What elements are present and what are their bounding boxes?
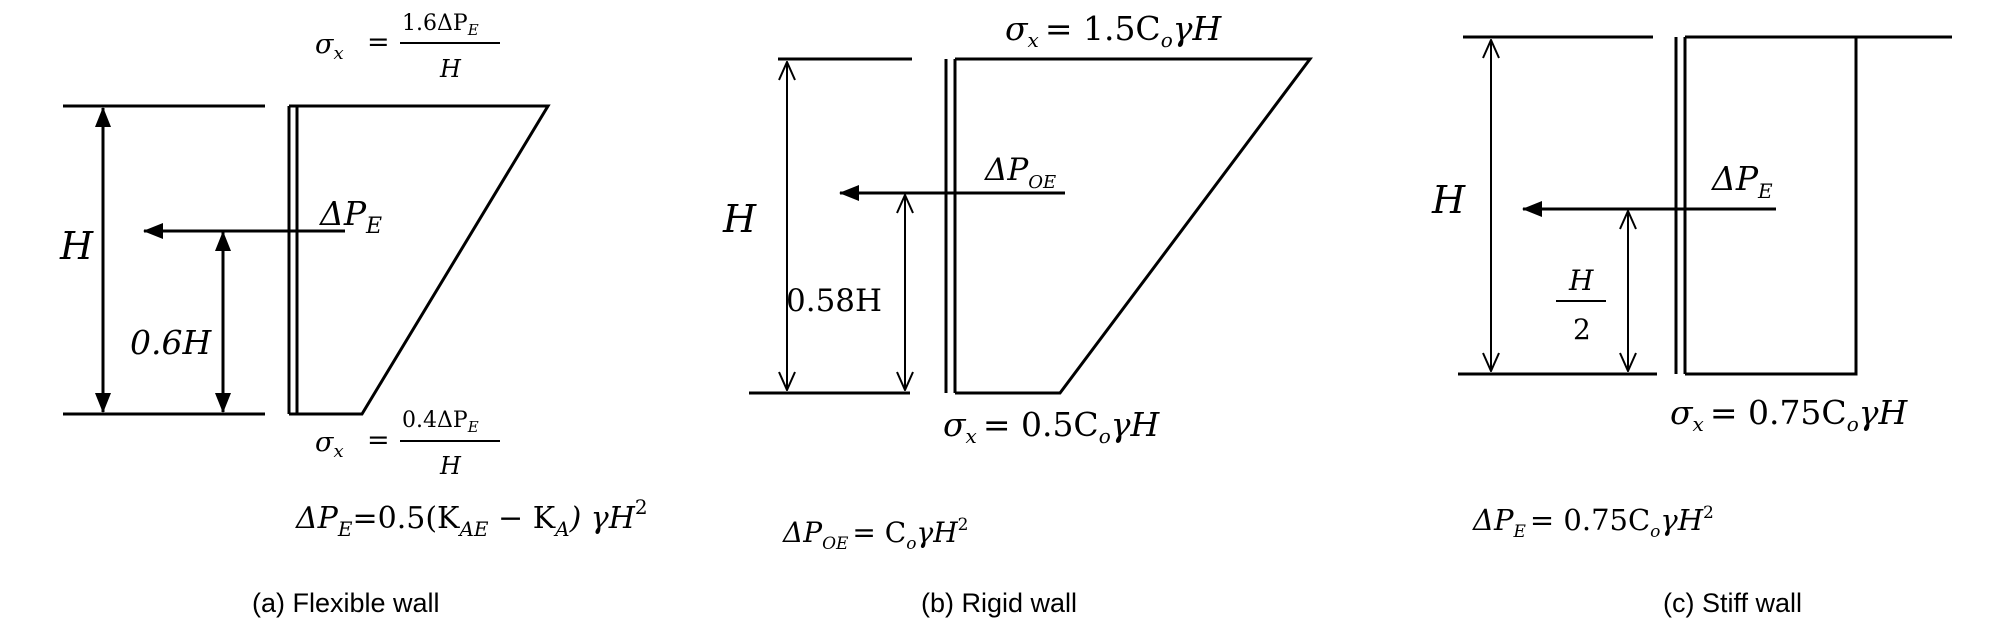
svg-text:1.6ΔPE: 1.6ΔPE (402, 11, 479, 39)
svg-text:H: H (439, 55, 462, 83)
bottom-stress-equation: σx = 0.4ΔPE H (315, 408, 500, 480)
top-stress-equation: σx= 1.5CoγH (1005, 9, 1222, 52)
height-label: H (722, 197, 757, 241)
svg-text:=: = (367, 425, 390, 456)
svg-text:H: H (1568, 264, 1594, 297)
pressure-distribution (955, 57, 1313, 395)
force-label: ΔPOE (984, 152, 1056, 193)
svg-text:=: = (367, 27, 390, 58)
height-label: H (1431, 178, 1466, 222)
svg-text:σx: σx (315, 427, 344, 462)
bottom-stress-equation: σx= 0.5CoγH (943, 405, 1160, 448)
svg-text:H: H (439, 452, 462, 480)
pressure-distribution (289, 104, 551, 416)
caption-stiff-wall: (c) Stiff wall (1663, 588, 1802, 618)
pressure-distribution (1685, 35, 1858, 376)
force-formula: ΔPE= 0.75CoγH2 (1472, 503, 1714, 542)
force-formula: ΔPE=0.5(KAE − KA) γH2 (295, 495, 648, 541)
svg-text:2: 2 (1573, 313, 1591, 346)
force-label: ΔPE (1710, 159, 1773, 203)
resultant-height-label: 0.58H (786, 283, 882, 319)
top-stress-equation: σx = 1.6ΔPE H (315, 11, 500, 83)
bottom-stress-equation: σx= 0.75CoγH (1670, 393, 1908, 436)
panel-flexible-wall: H 0.6H ΔPE σx = 1.6ΔPE H σx = 0.4ΔPE H Δ… (59, 11, 648, 618)
resultant-height-label: 0.6H (130, 323, 212, 362)
caption-rigid-wall: (b) Rigid wall (921, 588, 1077, 618)
force-label: ΔPE (318, 194, 382, 239)
resultant-height-fraction: H 2 (1556, 264, 1606, 346)
svg-text:σx: σx (315, 29, 344, 64)
force-formula: ΔPOE= CoγH2 (782, 515, 968, 554)
panel-stiff-wall: H H 2 ΔPE σx= 0.75CoγH ΔPE= 0.75CoγH2 (c… (1431, 35, 1952, 618)
caption-flexible-wall: (a) Flexible wall (252, 588, 440, 618)
panel-rigid-wall: H 0.58H ΔPOE σx= 1.5CoγH σx= 0.5CoγH ΔPO… (722, 9, 1313, 618)
height-label: H (59, 224, 94, 268)
svg-text:0.4ΔPE: 0.4ΔPE (402, 408, 479, 436)
